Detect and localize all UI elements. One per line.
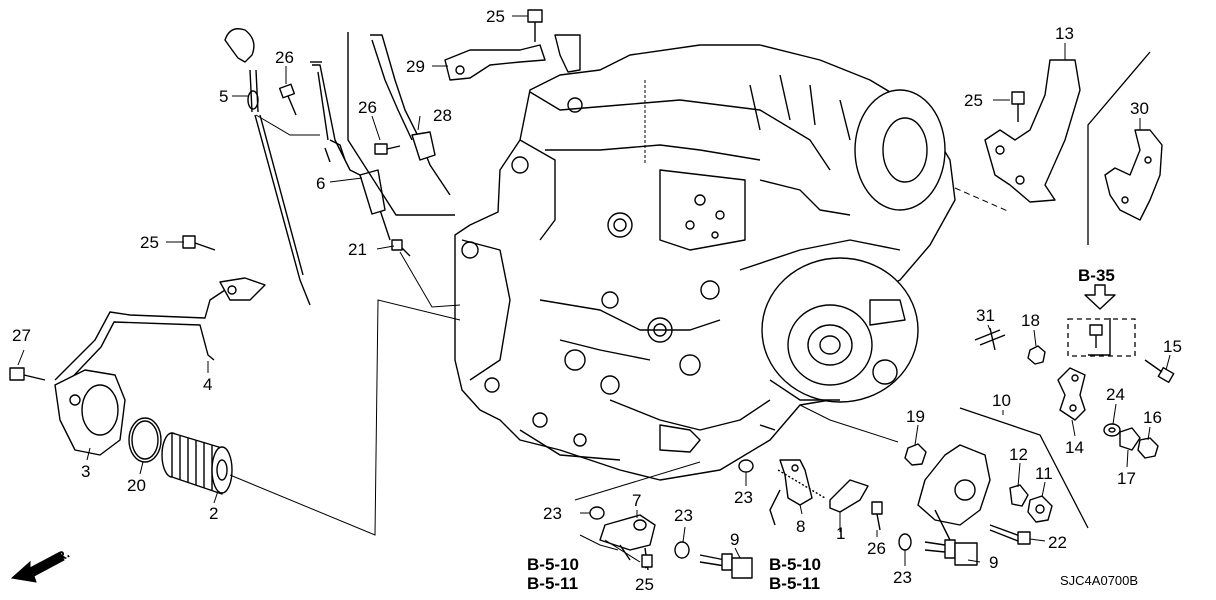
label-25: 25 [964,91,983,110]
nut-16 [1137,437,1159,459]
label-24: 24 [1106,385,1125,404]
dipstick-5 [224,28,311,306]
ref-b-5-10-right[interactable]: B-5-10 [769,555,821,574]
bolt-26-b [374,143,401,155]
pipe-4 [54,277,266,389]
part-labels: 25 29 26 5 26 28 6 21 25 27 4 3 20 2 13 … [12,7,1182,594]
nut-17 [1119,427,1141,451]
label-9: 9 [989,553,998,572]
o-ring-20 [128,417,162,463]
label-29: 29 [406,57,425,76]
reference-codes: B-35 B-5-10 B-5-11 B-5-10 B-5-11 [527,266,1115,593]
label-23: 23 [543,504,562,523]
bracket-13 [954,59,1081,213]
clip-31 [974,327,1006,351]
label-16: 16 [1143,408,1162,427]
label-30: 30 [1130,99,1149,118]
bolt-27 [9,367,46,381]
front-arrow-icon [10,551,65,583]
bolt-9-left [699,553,753,579]
ref-b-5-10-left[interactable]: B-5-10 [527,555,579,574]
filter-2 [161,432,233,495]
bolt-21 [391,239,411,257]
label-17: 17 [1117,469,1136,488]
label-23: 23 [734,488,753,507]
washer-23-bottom [674,541,690,559]
bolt-15 [1144,359,1175,384]
label-5: 5 [219,87,228,106]
label-15: 15 [1163,337,1182,356]
filter-housing-3 [54,369,126,456]
label-1: 1 [836,524,845,543]
label-11: 11 [1035,464,1053,483]
label-12: 12 [1009,445,1028,464]
label-26: 26 [867,539,886,558]
label-6: 6 [316,174,325,193]
label-31: 31 [976,306,995,325]
label-10: 10 [992,391,1011,410]
bolt-26-bottom [871,501,883,531]
label-14: 14 [1065,438,1084,457]
position-switch-10 [917,407,1089,541]
label-9: 9 [730,530,739,549]
label-20: 20 [127,476,146,495]
label-23: 23 [893,568,912,587]
label-27: 27 [12,326,31,345]
label-8: 8 [796,517,805,536]
label-26: 26 [275,48,294,67]
ref-b-5-11-left[interactable]: B-5-11 [527,574,578,593]
bolt-22 [989,524,1031,545]
bolt-25-bottom [641,554,653,568]
label-18: 18 [1021,311,1040,330]
washer-24 [1103,423,1121,437]
diagram-code: SJC4A0700B [1060,573,1138,588]
pipe-28 [347,32,455,216]
label-25: 25 [486,7,505,26]
ref-b-5-11-right[interactable]: B-5-11 [769,574,820,593]
washer-23-right [898,533,912,551]
bracket-14 [1057,318,1111,421]
transmission-case [454,44,956,481]
bolt-25-right [1011,91,1025,122]
label-4: 4 [203,375,212,394]
front-direction: FR. [10,546,72,583]
bracket-30 [1104,129,1163,221]
label-19: 19 [906,407,925,426]
pipe-6 [310,61,391,241]
divider-line [1087,51,1151,245]
label-23: 23 [674,506,693,525]
nut-18 [1027,345,1046,365]
bracket-29 [444,34,581,81]
label-3: 3 [81,462,90,481]
washer-23-left [589,506,605,520]
nut-19 [904,443,927,466]
label-13: 13 [1055,24,1074,43]
washer-23-mid [738,459,754,473]
label-25: 25 [635,575,654,594]
bolt-26 [278,83,297,116]
nut-11 [1027,495,1053,523]
spacer-12 [1009,484,1029,507]
label-7: 7 [632,491,641,510]
bracket-1 [829,479,869,513]
ref-b35[interactable]: B-35 [1078,266,1115,285]
bolt-25-top [527,9,543,42]
label-2: 2 [209,504,218,523]
bolt-9-right [924,539,978,566]
leader-lines [17,15,1171,569]
label-26: 26 [358,98,377,117]
bolt-25-left [182,235,216,251]
label-28: 28 [433,106,452,125]
sensor-8 [769,459,826,526]
label-22: 22 [1048,533,1067,552]
b35-detail [1067,284,1136,357]
label-21: 21 [348,240,367,259]
label-25: 25 [140,233,159,252]
